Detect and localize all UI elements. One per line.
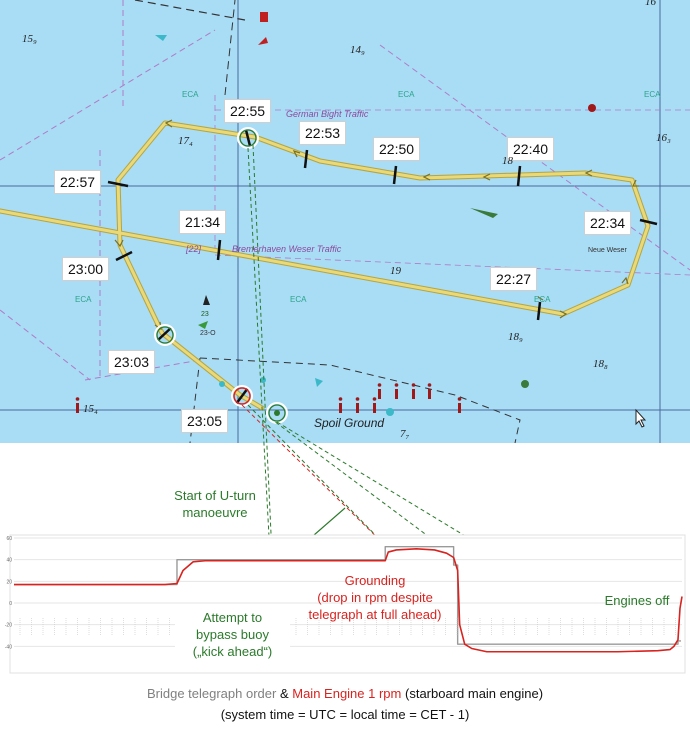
time-label-2253: 22:53	[299, 121, 347, 145]
chart-y-tick-label: -40	[5, 644, 12, 650]
time-label-2234: 22:34	[584, 211, 632, 235]
caption-amp: &	[279, 686, 289, 701]
figure-caption-line1: Bridge telegraph order & Main Engine 1 r…	[0, 686, 690, 701]
time-label-2300: 23:00	[62, 257, 110, 281]
chart-y-tick-label: 0	[9, 601, 12, 607]
eca-label: ECA	[182, 90, 199, 99]
eca-boundary-line	[0, 29, 216, 161]
info-markers	[75, 383, 462, 413]
bypass-buoy-marker	[154, 324, 176, 346]
rpm-chart-series	[14, 545, 683, 653]
chart-y-tick-label: 40	[6, 558, 12, 564]
depth-sounding: 17₄	[178, 135, 193, 147]
bypass-annotation: Attempt to bypass buoy („kick ahead“)	[175, 609, 290, 660]
engines-off-annotation: Engines off	[604, 593, 670, 608]
time-label-2250: 22:50	[373, 137, 421, 161]
ship-track	[0, 121, 650, 410]
time-label-2227: 22:27	[490, 267, 538, 291]
depth-sounding: 15₉	[22, 33, 37, 45]
caption-telegraph: Bridge telegraph order	[146, 686, 277, 701]
chart-y-tick-label: 20	[6, 579, 12, 585]
depth-sounding: 7₇	[400, 428, 410, 440]
time-label-2303: 23:03	[108, 350, 156, 374]
restricted-area-line	[134, 0, 246, 21]
rpm-chart-frame	[9, 534, 686, 674]
track-direction-arrows	[114, 119, 639, 331]
chart-y-tick-label: 60	[6, 536, 12, 542]
depth-sounding: 18₉	[508, 331, 523, 343]
figure-caption-line2: (system time = UTC = local time = CET - …	[220, 707, 470, 722]
eca-label: ECA	[644, 90, 661, 99]
depth-sounding: 14₉	[350, 44, 365, 56]
time-ticks	[107, 129, 658, 405]
time-label-2240: 22:40	[507, 137, 555, 161]
eca-label: ECA	[398, 90, 415, 99]
time-label-2305: 23:05	[181, 409, 229, 433]
bremerhaven-lane-label: Bremerhaven Weser Traffic	[232, 244, 342, 254]
depth-sounding: 16₃	[656, 132, 671, 144]
spoil-ground-boundary	[189, 357, 201, 444]
buoy-label: 23	[201, 311, 209, 318]
eca-boundary-line	[0, 309, 91, 381]
time-label-2255: 22:55	[224, 99, 272, 123]
eca-label: ECA	[75, 295, 92, 304]
time-label-2134: 21:34	[179, 210, 227, 234]
eca-label: ECA	[290, 295, 307, 304]
depth-sounding: 18	[502, 155, 513, 167]
rpm-chart-y-ticks: -40 -20 0 20 40 60	[5, 536, 12, 650]
depth-sounding: 16	[645, 0, 656, 8]
neue-weser-label: Neue Weser	[588, 247, 627, 254]
depth-sounding: 18₈	[593, 358, 608, 370]
caption-engine-note: (starboard main engine)	[405, 686, 544, 701]
depth-sounding: 19	[390, 265, 401, 277]
restricted-area-line	[224, 0, 236, 96]
eca-label: ECA	[534, 295, 551, 304]
engine-rpm-line	[14, 548, 683, 653]
grounding-marker	[231, 385, 253, 407]
spoil-ground-boundary	[199, 357, 521, 444]
time-label-2257: 22:57	[54, 170, 102, 194]
mouse-cursor-icon	[635, 408, 647, 428]
lane-number-label: [22]	[186, 244, 202, 254]
chart-y-tick-label: -20	[5, 623, 12, 629]
nav-symbols	[155, 12, 596, 416]
telegraph-order-line	[14, 545, 681, 645]
uturn-annotation: Start of U-turn manoeuvre	[174, 488, 256, 520]
caption-rpm: Main Engine 1 rpm	[292, 686, 402, 701]
spoil-ground-label: Spoil Ground	[314, 416, 385, 430]
grounding-annotation: Grounding (drop in rpm despite telegraph…	[308, 573, 442, 622]
depth-sounding: 15₄	[83, 403, 98, 415]
buoy-label: 23-O	[200, 330, 216, 337]
german-bight-lane-label: German Bight Traffic	[286, 109, 369, 119]
